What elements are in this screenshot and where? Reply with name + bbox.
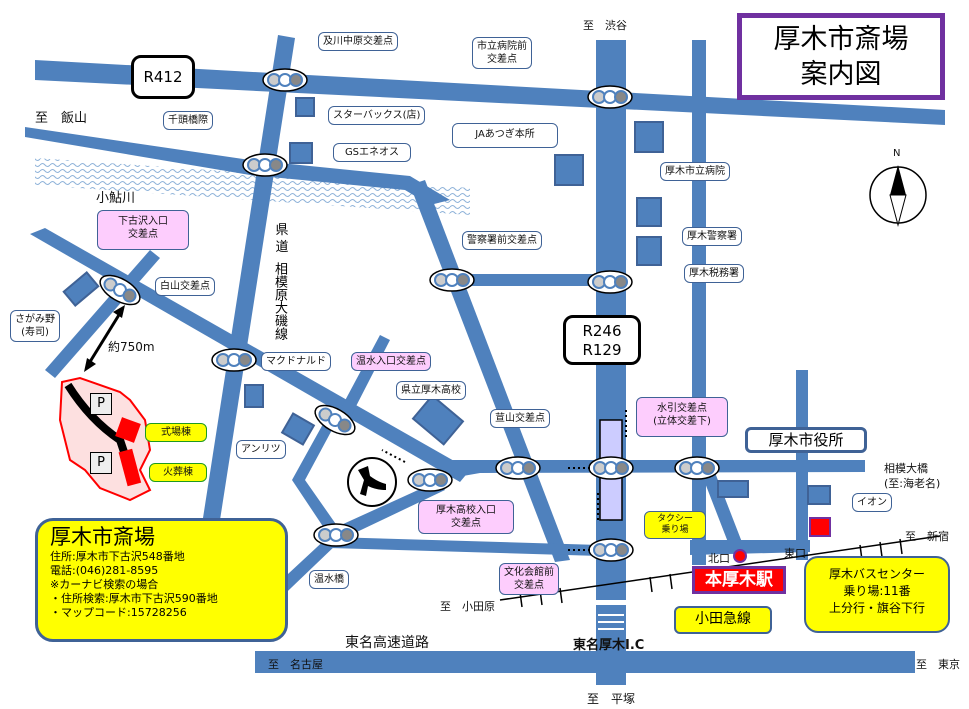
funeral-hall-info-box: 厚木市斎場 住所:厚木市下古沢548番地 電話:(046)281-8595 ※カ… bbox=[35, 518, 288, 642]
compass-north-label: N bbox=[893, 148, 901, 159]
bus-center-name: 厚木バスセンター bbox=[828, 567, 925, 581]
prefectural-road-name: 相模原大磯線 bbox=[272, 262, 287, 340]
label-sengashi: 千頭橋際 bbox=[163, 111, 213, 130]
lbl-l1: 厚木高校入口 bbox=[436, 505, 496, 516]
route-r246-r129-badge: R246 R129 bbox=[563, 315, 641, 365]
river-label: 小鮎川 bbox=[96, 191, 136, 206]
lbl-l1: さがみ野 bbox=[15, 314, 55, 325]
bus-center-marker bbox=[809, 517, 831, 537]
label-onsui-entrance-intersection: 温水入口交差点 bbox=[351, 352, 431, 371]
label-atsugi-hs-intersection: 厚木高校入口交差点 bbox=[418, 500, 514, 534]
info-mapcode: ・マップコード:15728256 bbox=[50, 606, 187, 619]
title-line1: 厚木市斎場 bbox=[773, 24, 909, 55]
label-mizuhiki-intersection: 水引交差点 (立体交差下) bbox=[636, 397, 728, 437]
bus-center-platform: 乗り場:11番 bbox=[843, 584, 911, 598]
label-ja-atsugi: JAあつぎ本所 bbox=[452, 123, 558, 148]
lbl-l2: 交差点 bbox=[128, 229, 158, 240]
taxi-stand-marker bbox=[733, 549, 747, 563]
parking-icon: P bbox=[90, 393, 112, 415]
lbl-l2: (寿司) bbox=[21, 327, 49, 338]
label-anritsu: アンリツ bbox=[236, 440, 286, 459]
label-ceremony-hall: 式場棟 bbox=[145, 423, 207, 442]
label-prefectural-hs: 県立厚木高校 bbox=[396, 381, 466, 400]
bus-center-direction: 上分行・旗谷下行 bbox=[828, 601, 925, 615]
label-police-station: 厚木警察署 bbox=[682, 227, 742, 246]
route-r129: R129 bbox=[582, 341, 622, 359]
route-r412-badge: R412 bbox=[131, 55, 195, 99]
parking-icon: P bbox=[90, 452, 112, 474]
lbl-l2: 交差点 bbox=[487, 54, 517, 65]
prefectural-road-label: 県 道 bbox=[275, 222, 289, 256]
label-odakyu-line: 小田急線 bbox=[674, 606, 772, 634]
label-police-intersection: 警察署前交差点 bbox=[462, 231, 542, 250]
label-hakusan-intersection: 白山交差点 bbox=[155, 277, 215, 296]
info-phone: 電話:(046)281-8595 bbox=[50, 564, 159, 577]
lbl-l2: 乗り場 bbox=[661, 525, 689, 535]
distance-arrow bbox=[86, 309, 124, 366]
river bbox=[35, 158, 470, 215]
label-crematorium: 火葬棟 bbox=[149, 463, 207, 482]
direction-shibuya: 至 渋谷 bbox=[583, 19, 627, 32]
direction-tokyo: 至 東京 bbox=[916, 658, 960, 671]
buildings bbox=[62, 97, 831, 505]
route-r246: R246 bbox=[582, 322, 622, 340]
label-sagamino: さがみ野 (寿司) bbox=[10, 310, 60, 342]
lbl-l2: 交差点 bbox=[451, 518, 481, 529]
lbl-l1: 水引交差点 bbox=[657, 403, 707, 414]
direction-nagoya: 至 名古屋 bbox=[268, 658, 323, 671]
compass-icon bbox=[869, 165, 927, 227]
pref-road-char2: 道 bbox=[275, 240, 289, 255]
label-starbucks: スターバックス(店) bbox=[328, 106, 426, 125]
label-onsui-bridge: 温水橋 bbox=[309, 570, 349, 589]
direction-odawara: 至 小田原 bbox=[440, 600, 495, 613]
traffic-lights bbox=[99, 68, 720, 562]
pref-road-char1: 県 bbox=[275, 223, 289, 238]
title-line2: 案内図 bbox=[800, 59, 882, 90]
info-carnavi-note: ※カーナビ検索の場合 bbox=[50, 578, 159, 591]
lbl-l1: 市立病院前 bbox=[477, 41, 527, 52]
label-sagami-bridge: 相模大橋 (至:海老名) bbox=[884, 461, 940, 491]
label-mcdonalds: マクドナルド bbox=[261, 352, 331, 371]
label-north-exit: 北口 bbox=[708, 552, 730, 565]
label-shimofurusawa-intersection: 下古沢入口交差点 bbox=[97, 210, 189, 250]
map-title: 厚木市斎場 案内図 bbox=[737, 13, 945, 100]
station-hon-atsugi: 本厚木駅 bbox=[692, 566, 786, 594]
lbl-l2: (至:海老名) bbox=[884, 477, 941, 490]
label-gs-eneos: GSエネオス bbox=[333, 143, 411, 162]
label-hospital-intersection: 市立病院前交差点 bbox=[472, 37, 532, 69]
label-city-hall: 厚木市役所 bbox=[745, 427, 867, 453]
lbl-l1: 相模大橋 bbox=[884, 462, 928, 475]
lbl-l1: 下古沢入口 bbox=[118, 216, 168, 227]
direction-hiratsuka: 至 平塚 bbox=[587, 692, 636, 706]
road-direction-icon bbox=[347, 457, 397, 507]
label-east-exit: 東口 bbox=[784, 547, 806, 560]
lbl-l1: 文化会館前 bbox=[504, 567, 554, 578]
label-oikawa-intersection: 及川中原交差点 bbox=[318, 32, 398, 51]
label-nirayama-intersection: 荁山交差点 bbox=[490, 409, 550, 428]
lbl-l2: (立体交差下) bbox=[653, 416, 711, 427]
direction-iiyama: 至 飯山 bbox=[35, 111, 88, 126]
label-tax-office: 厚木税務署 bbox=[684, 264, 744, 283]
bus-center-info: 厚木バスセンター 乗り場:11番 上分行・旗谷下行 bbox=[804, 556, 950, 633]
label-tomei-atsugi-ic: 東名厚木I.C bbox=[573, 638, 645, 653]
lbl-l1: タクシー bbox=[656, 514, 693, 524]
label-tomei-expressway: 東名高速道路 bbox=[345, 635, 429, 651]
info-carnavi-address: ・住所検索:厚木市下古沢590番地 bbox=[50, 592, 218, 605]
label-aeon: イオン bbox=[852, 493, 892, 512]
direction-shinjuku: 至 新宿 bbox=[905, 530, 949, 543]
label-bunka-kaikan-intersection: 文化会館前交差点 bbox=[499, 563, 559, 595]
label-taxi-stand: タクシー乗り場 bbox=[644, 511, 706, 539]
lbl-l2: 交差点 bbox=[514, 580, 544, 591]
info-address: 住所:厚木市下古沢548番地 bbox=[50, 550, 185, 563]
distance-label: 約750m bbox=[108, 340, 155, 354]
label-city-hospital: 厚木市立病院 bbox=[660, 162, 730, 181]
info-name: 厚木市斎場 bbox=[50, 525, 155, 549]
